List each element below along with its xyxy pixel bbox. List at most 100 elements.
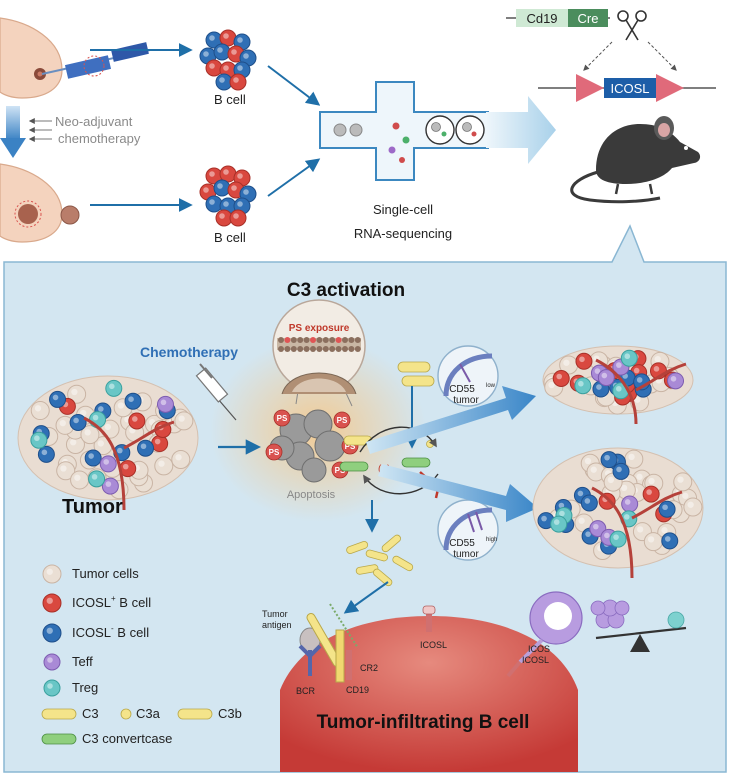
lipid-head <box>297 337 304 343</box>
arrow-to-chip-bottom <box>267 158 321 197</box>
icosl-negative-b-cell <box>124 392 142 410</box>
c3-convertase-capsule <box>339 461 369 472</box>
treg-cell <box>30 431 48 449</box>
icosl-negative-b-cell <box>658 500 676 518</box>
b-cell <box>229 73 247 91</box>
icosl-negative-b-cell <box>49 390 67 408</box>
syringe-icon <box>195 363 237 421</box>
immune-balance-seesaw <box>590 599 687 652</box>
bcr-label: BCR <box>296 686 316 696</box>
b-cell-cluster-top <box>199 29 257 91</box>
tumor-cell <box>70 470 90 490</box>
tumor-antigen-label-2: antigen <box>262 620 292 630</box>
icosl-negative-b-cell <box>612 462 630 480</box>
legend-treg-icon <box>43 679 61 697</box>
ps-badge-label: PS <box>337 416 348 425</box>
c3-capsule <box>397 361 431 373</box>
b-cell <box>229 209 247 227</box>
tumor-mass-right-bottom <box>532 447 704 579</box>
lipid-head <box>278 337 284 343</box>
lipid-head <box>310 337 316 343</box>
legend-icosl-pos-icon <box>42 593 62 613</box>
tumor-mass-left <box>17 375 199 511</box>
lipid-head <box>348 346 355 352</box>
legend-tumor-cell-icon <box>42 564 62 584</box>
tumor-cell <box>683 497 703 517</box>
legend-c3b: C3b <box>218 706 242 721</box>
icosl-positive-b-cell <box>642 485 660 503</box>
membrane-lipid-beads <box>278 337 361 352</box>
microfluidic-chip <box>319 81 489 181</box>
c3-activation-title: C3 activation <box>287 280 405 301</box>
lipid-head <box>342 346 348 352</box>
tumor-cell <box>624 449 644 469</box>
cd19-cre-construct <box>506 9 610 27</box>
icosl-negative-b-cell <box>661 532 679 550</box>
b-cell <box>213 43 231 61</box>
lipid-head <box>310 346 316 352</box>
lipid-head <box>316 337 323 343</box>
tumor-cell <box>171 449 191 469</box>
legend-c3-convertase: C3 convertcase <box>82 731 172 746</box>
tumor-cell <box>67 384 87 404</box>
icosl-positive-b-cell <box>151 435 169 453</box>
icosl-construct-label: ICOSL <box>610 81 649 96</box>
chemotherapy-top-label: chemotherapy <box>58 131 141 146</box>
teff-cell <box>101 477 119 495</box>
biopsy-needle-icon <box>41 42 151 79</box>
icosl-positive-b-cell <box>128 412 146 430</box>
lipid-head <box>290 346 297 352</box>
treg-cell <box>609 530 627 548</box>
c3b-fragment <box>365 549 389 562</box>
tumor-cell <box>30 401 50 421</box>
tumor-cell <box>643 532 663 552</box>
breast-after-icon <box>0 163 80 243</box>
lipid-head <box>297 346 304 352</box>
legend-c3-icon <box>41 708 77 720</box>
arrow-to-chip-top <box>267 65 321 106</box>
tumor-cell <box>174 411 194 431</box>
lipid-head <box>278 346 284 352</box>
tumor-infiltrating-b-cell <box>280 616 578 772</box>
outcome-arrow-down <box>378 464 538 522</box>
tumor-cell <box>154 456 174 476</box>
icosl-positive-b-cell <box>575 352 593 370</box>
lipid-head <box>290 337 297 343</box>
legend-icosl-pos: ICOSL+ B cell <box>72 594 151 610</box>
lipid-head <box>348 337 355 343</box>
legend-teff: Teff <box>72 654 93 669</box>
fragments-to-bcell-arrow <box>343 581 389 614</box>
lipid-head <box>284 346 291 352</box>
treg-cell <box>105 379 123 397</box>
blood-vessel <box>83 416 175 511</box>
apoptotic-cell <box>314 430 346 462</box>
lipid-head <box>354 346 361 352</box>
breast-before-icon <box>0 17 63 99</box>
mouse-icon <box>570 116 701 204</box>
cd19-panel-label: CD19 <box>346 685 369 695</box>
scissors-icon <box>617 10 647 41</box>
teff-cell <box>589 520 607 538</box>
tumor-antigen-label-1: Tumor <box>262 609 288 619</box>
apoptosis-label: Apoptosis <box>287 489 336 501</box>
ps-badge <box>273 409 291 427</box>
cd55-high-sup: high <box>486 537 497 543</box>
tumor-cell <box>673 472 693 492</box>
treg-cell <box>88 470 106 488</box>
chemotherapy-panel-label: Chemotherapy <box>140 344 238 360</box>
teff-cell <box>667 372 685 390</box>
cre-label: Cre <box>578 11 599 26</box>
legend <box>41 564 213 745</box>
teff-cell <box>156 395 174 413</box>
tumor-mass-right-top <box>542 345 694 425</box>
b-cell-cluster-bottom <box>199 165 257 227</box>
legend-c3: C3 <box>82 706 99 721</box>
tumor-label: Tumor <box>62 496 123 518</box>
lipid-head <box>322 337 329 343</box>
b-cell-label-top: B cell <box>214 92 246 107</box>
cd55-low-sup: low <box>486 383 496 389</box>
lipid-head <box>329 337 336 343</box>
icos-label: ICOS <box>528 644 550 654</box>
